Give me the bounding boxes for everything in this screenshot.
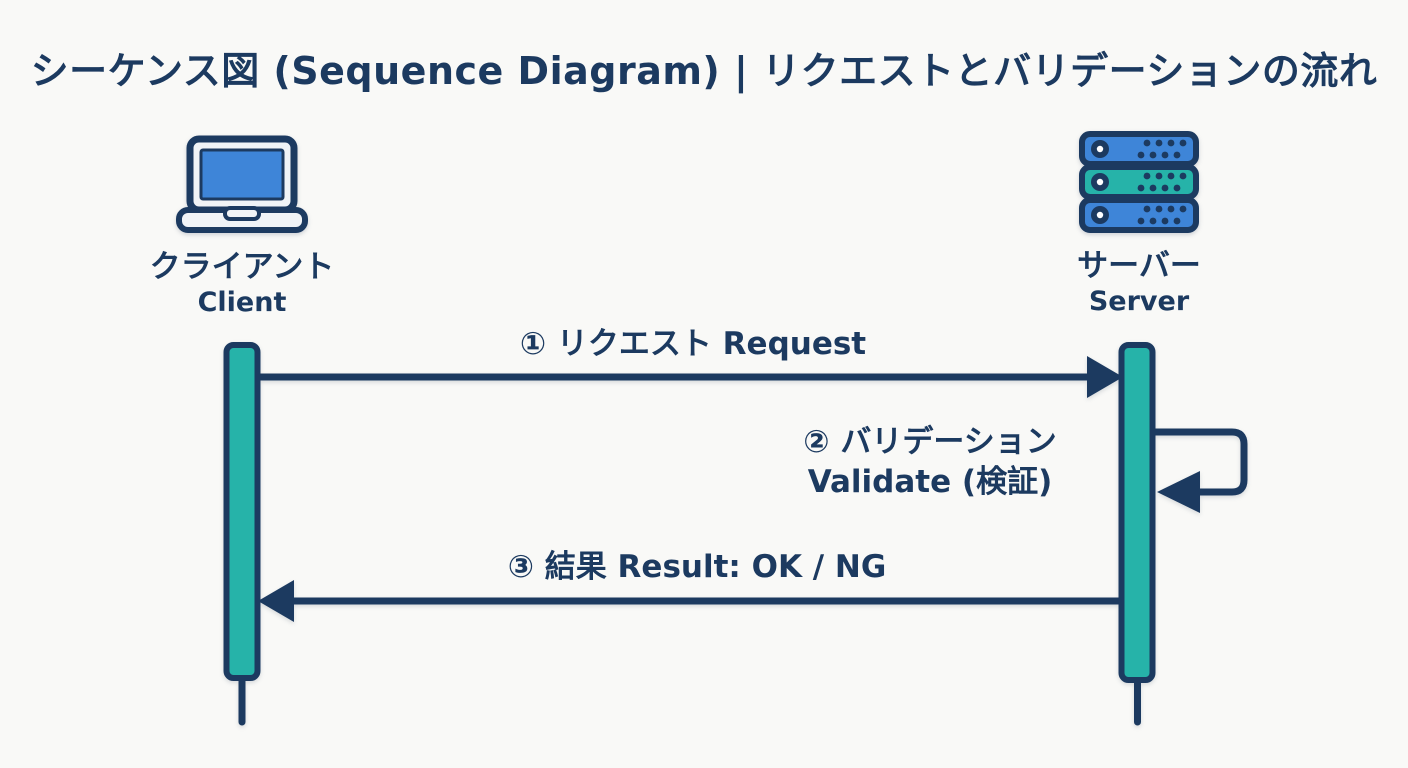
message-validate-label: ② バリデーション Validate (検証)	[720, 423, 1140, 502]
validate-self-loop-arrow	[1153, 428, 1248, 513]
actor-server-label-ja: サーバー	[1077, 248, 1201, 284]
server-icon	[1079, 131, 1199, 233]
laptop-icon	[176, 135, 308, 233]
actor-client-label-en: Client	[197, 287, 287, 319]
message-validate-label-line2: Validate (検証)	[807, 463, 1053, 500]
actor-client-label-ja: クライアント	[149, 249, 335, 285]
request-arrow	[258, 356, 1123, 398]
actor-server: サーバー Server	[1009, 131, 1269, 319]
server-activation-bar	[1118, 342, 1156, 683]
actor-server-label-en: Server	[1088, 286, 1190, 318]
result-arrow	[258, 580, 1121, 622]
message-request-label: ① リクエスト Request	[519, 326, 867, 362]
client-activation-bar	[223, 342, 261, 681]
actor-client: クライアント Client	[112, 134, 372, 320]
diagram-title: シーケンス図 (Sequence Diagram) | リクエストとバリデーショ…	[30, 49, 1378, 93]
message-result-label: ③ 結果 Result: OK / NG	[507, 549, 887, 585]
message-validate-label-line1: ② バリデーション	[803, 424, 1057, 460]
